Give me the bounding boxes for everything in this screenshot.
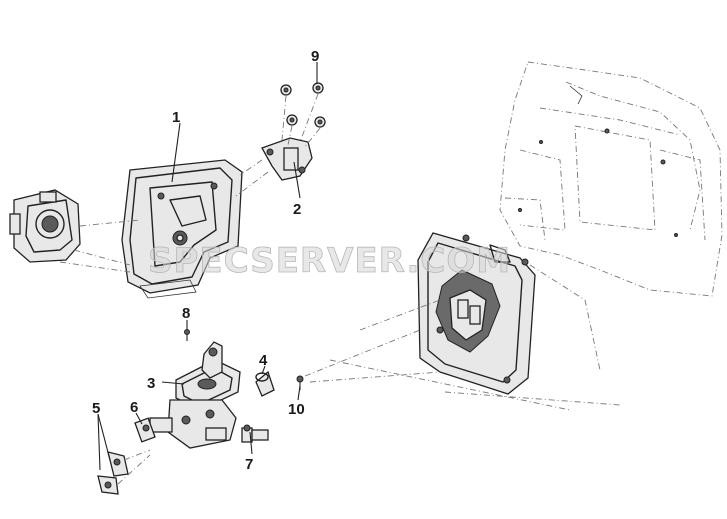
callout-3: 3	[147, 375, 155, 392]
valve-body	[149, 399, 237, 449]
callout-6: 6	[130, 399, 138, 416]
part-2-bracket	[235, 137, 313, 197]
part-3-valve-base	[175, 341, 241, 411]
part-6-fitting	[134, 417, 156, 443]
callout-9: 9	[311, 48, 319, 65]
nut-a	[280, 84, 292, 96]
nut-c	[286, 114, 298, 126]
left-valve-assembly	[9, 189, 141, 273]
plate-dash-leaders	[304, 264, 621, 411]
callout-5: 5	[92, 400, 100, 417]
part-5-connectors	[97, 449, 151, 495]
callout-10: 10	[288, 401, 305, 418]
cab-floor-panel	[499, 61, 723, 297]
callout-1: 1	[172, 109, 180, 126]
nut-d	[314, 116, 326, 128]
part-1-cover-housing	[121, 159, 243, 299]
nut-b	[312, 82, 324, 94]
callout-8: 8	[182, 305, 190, 322]
callout-7: 7	[245, 456, 253, 473]
part-4-bushing	[255, 370, 275, 397]
shift-mount-plate	[417, 232, 536, 395]
part-7-sensor	[241, 424, 269, 443]
leader-lines	[97, 62, 318, 471]
part-9-nuts	[280, 82, 326, 149]
callout-labels: 1 2 3 4 5 6 7 8 9 10	[92, 48, 319, 473]
callout-4: 4	[259, 352, 268, 369]
part-8-screw	[184, 329, 190, 341]
callout-2: 2	[293, 201, 301, 218]
watermark-text: SPECSERVER.COM	[148, 241, 511, 281]
